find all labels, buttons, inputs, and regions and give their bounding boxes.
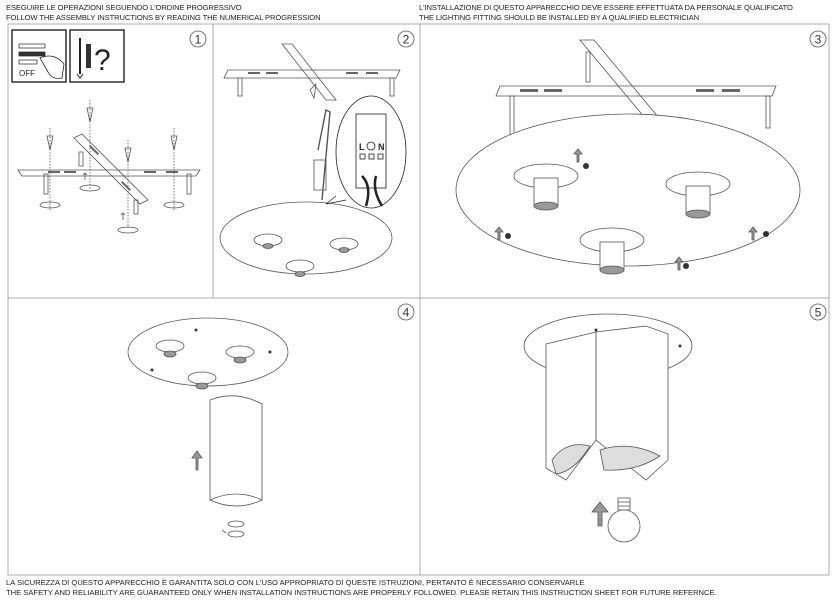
step-number-4: 4 [397, 303, 415, 321]
svg-text:4: 4 [403, 306, 410, 320]
svg-text:OFF: OFF [19, 69, 35, 78]
screw-and-plug-question-icon: ? [69, 29, 125, 83]
lamp-holder [253, 233, 359, 277]
header-left-italian: ESEGUIRE LE OPERAZIONI SEGUENDO L'ORDINE… [6, 3, 242, 12]
screw [505, 163, 769, 269]
wall-plug [46, 100, 178, 228]
svg-text:1: 1 [195, 33, 202, 47]
canopy-plate [219, 201, 393, 275]
panel-grid [7, 23, 830, 576]
svg-text:2: 2 [403, 33, 410, 47]
glass-diffuser [209, 395, 263, 501]
mounting-cross-bracket [223, 43, 401, 101]
header-right-english: THE LIGHTING FITTING SHOULD BE INSTALLED… [419, 12, 699, 22]
power-cable [317, 108, 331, 201]
step-number-3: 3 [809, 30, 827, 48]
step-3-illustration [455, 39, 801, 275]
lamp-holder [513, 163, 731, 275]
terminal-block-detail: L N [325, 95, 407, 209]
header-left-english: FOLLOW THE ASSEMBLY INSTRUCTIONS BY READ… [6, 12, 321, 22]
screw-up-arrow-icon [494, 148, 758, 271]
footer-safety-note: LA SICUREZZA DI QUESTO APPARECCHIO È GAR… [6, 578, 717, 597]
cable [309, 82, 317, 100]
header-right-italian: L'INSTALLAZIONE DI QUESTO APPARECCHIO DE… [419, 3, 793, 12]
light-bulb-icon [607, 497, 641, 543]
step-number-2: 2 [397, 30, 415, 48]
step-2-illustration: L N [219, 43, 407, 277]
canopy-plate [127, 317, 289, 387]
svg-text:3: 3 [815, 33, 822, 47]
footer-italian: LA SICUREZZA DI QUESTO APPARECCHIO È GAR… [6, 578, 585, 587]
mounting-cross-bracket [17, 100, 201, 234]
lamp-holder [155, 339, 255, 390]
screw [150, 328, 272, 372]
header-right: L'INSTALLAZIONE DI QUESTO APPARECCHIO DE… [419, 3, 793, 22]
svg-text:N: N [378, 142, 385, 152]
canopy-plate [455, 113, 801, 267]
svg-text:5: 5 [815, 306, 822, 320]
glass-diffuser [545, 331, 597, 481]
ring-nut-rotate-icon [221, 520, 245, 538]
up-arrow-icon [591, 501, 609, 527]
screw-rotate-arrow-icon [39, 172, 185, 234]
svg-text:L: L [359, 142, 365, 152]
footer-english: THE SAFETY AND RELIABILITY ARE GUARANTEE… [6, 587, 717, 597]
svg-text:?: ? [94, 44, 111, 77]
header-left: ESEGUIRE LE OPERAZIONI SEGUENDO L'ORDINE… [6, 3, 321, 22]
step-5-illustration [523, 313, 693, 543]
up-arrow-icon [191, 450, 203, 471]
step-1-illustration: OFF ? [11, 29, 201, 234]
power-switch-off-icon: OFF [11, 29, 67, 83]
step-number-5: 5 [809, 303, 827, 321]
step-number-1: 1 [189, 30, 207, 48]
earth-symbol-icon [366, 141, 376, 151]
mounting-cross-bracket [495, 39, 777, 137]
step-4-illustration [127, 317, 289, 538]
connector-block [313, 159, 327, 191]
